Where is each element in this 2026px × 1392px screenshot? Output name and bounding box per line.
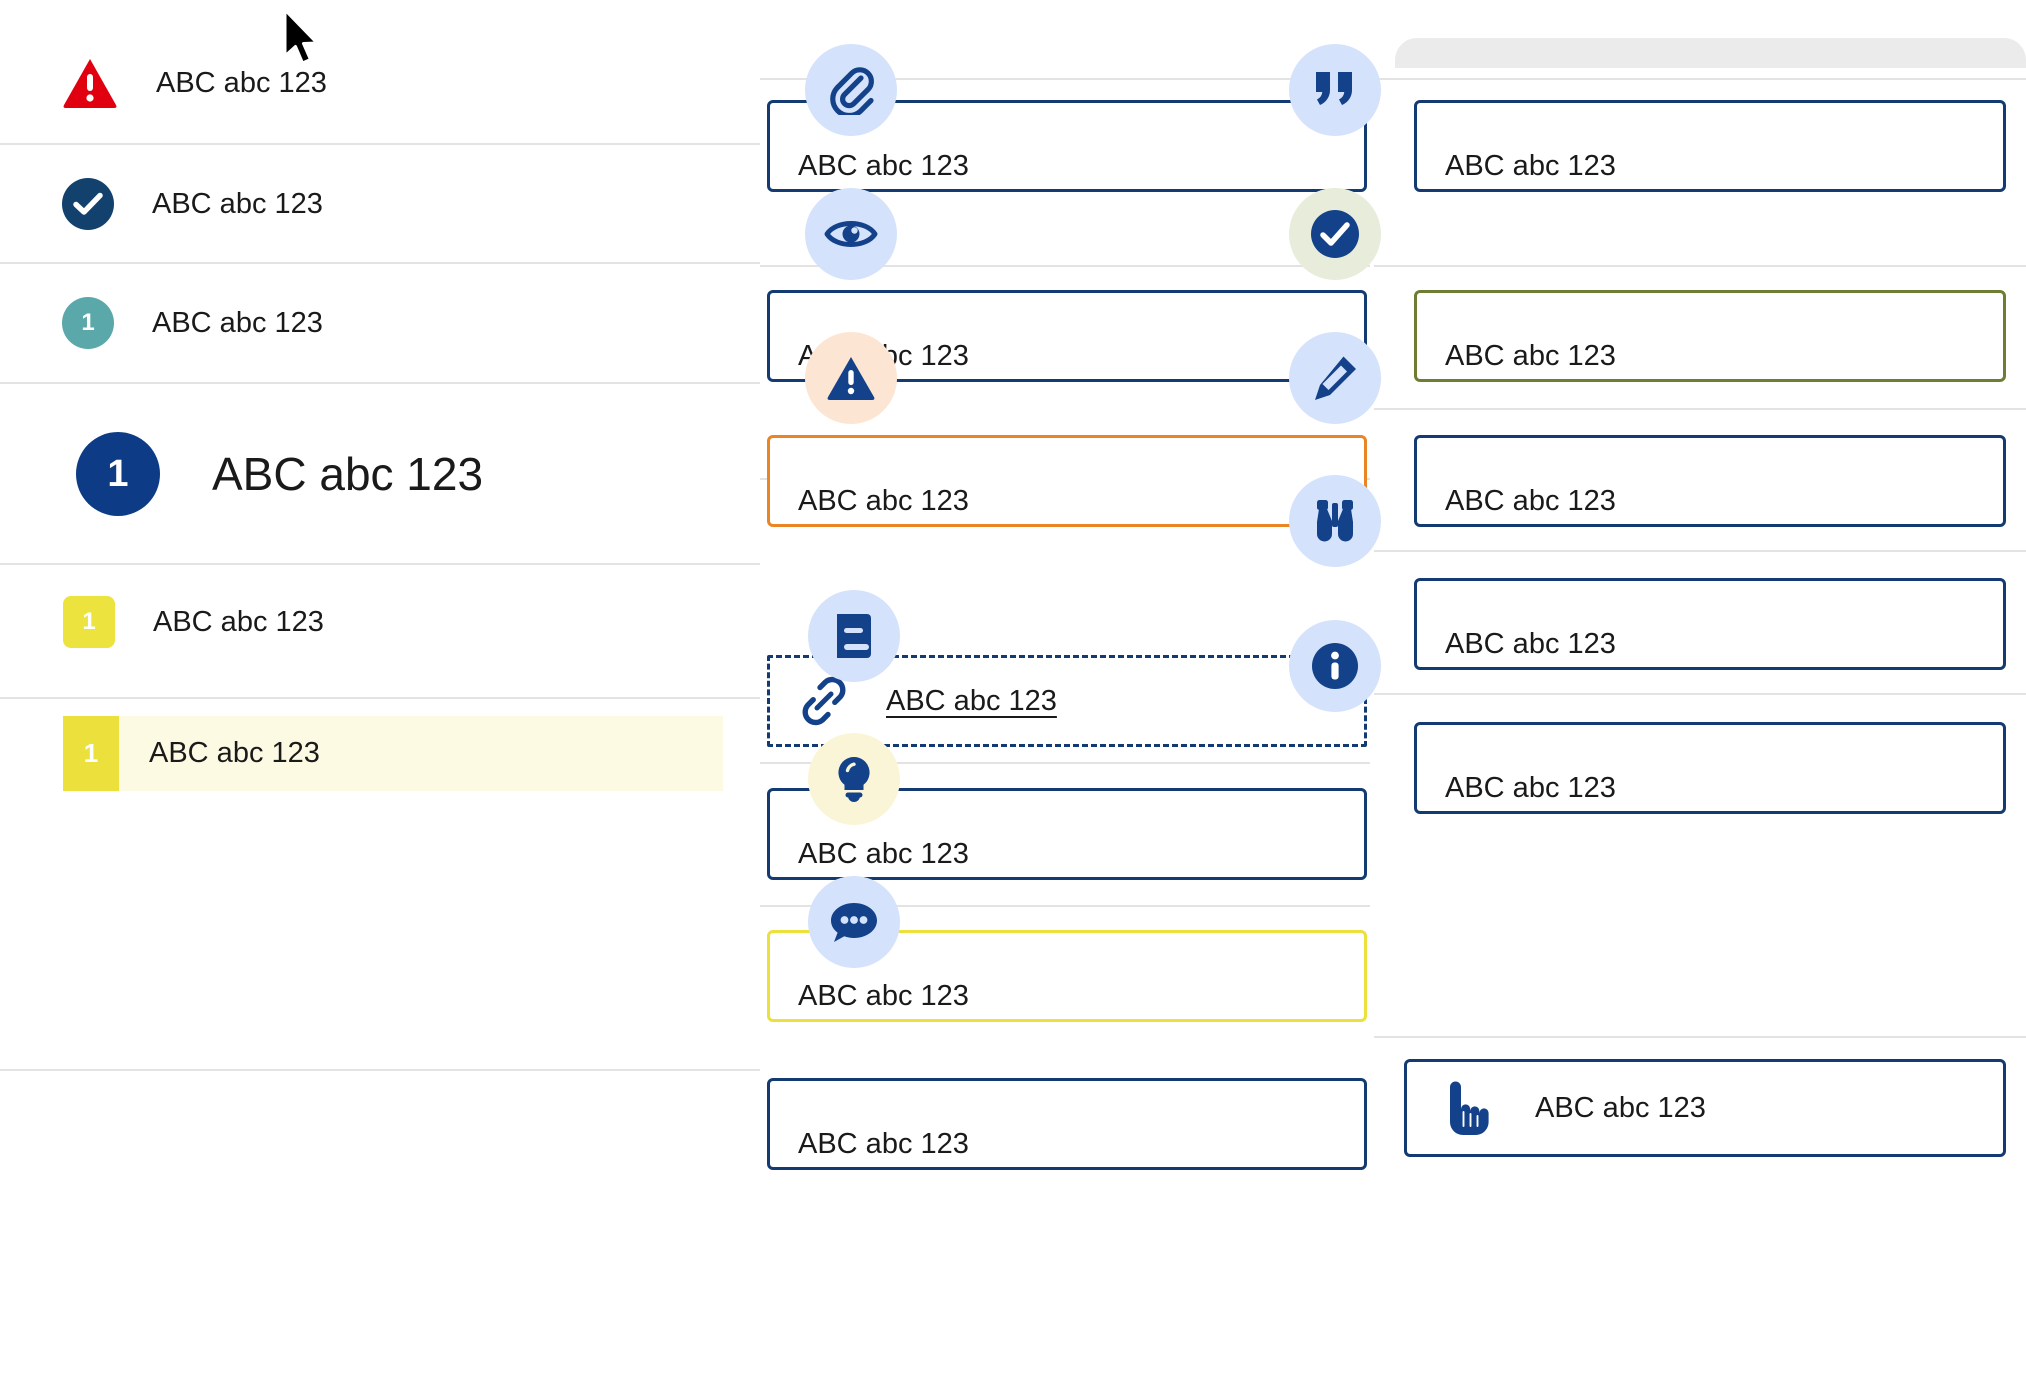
- action-card[interactable]: ABC abc 123: [1404, 1059, 2006, 1157]
- card-label: ABC abc 123: [798, 980, 969, 1012]
- mouse-cursor: [281, 8, 327, 70]
- comment-card[interactable]: ABC abc 123: [767, 1078, 1367, 1170]
- success-card[interactable]: ABC abc 123: [1414, 290, 2006, 382]
- badge-number: 1: [81, 309, 95, 336]
- card-label: ABC abc 123: [1445, 150, 1616, 182]
- binoculars-icon: [1289, 475, 1381, 567]
- card-label: ABC abc 123: [1445, 485, 1616, 517]
- left-row-large[interactable]: 1 ABC abc 123: [76, 432, 483, 516]
- left-row-teal[interactable]: 1 ABC abc 123: [62, 297, 323, 349]
- card-label: ABC abc 123: [798, 838, 969, 870]
- background-panel: [1395, 38, 2026, 68]
- book-icon: [808, 590, 900, 682]
- card-label: ABC abc 123: [798, 1128, 969, 1160]
- card-label: ABC abc 123: [798, 485, 969, 517]
- number-badge-circle: 1: [76, 432, 160, 516]
- paperclip-icon: [805, 44, 897, 136]
- highlighted-row-badge: 1: [63, 716, 119, 791]
- left-row-label: ABC abc 123: [153, 605, 324, 638]
- highlighted-row-label: ABC abc 123: [149, 737, 320, 769]
- number-badge-circle: 1: [62, 297, 114, 349]
- card-label: ABC abc 123: [1535, 1091, 1706, 1124]
- separator: [0, 262, 760, 264]
- separator: [1374, 408, 2026, 410]
- separator: [1374, 78, 2026, 80]
- quote-icon: [1289, 44, 1381, 136]
- edit-card[interactable]: ABC abc 123: [1414, 435, 2006, 527]
- number-badge-square: 1: [63, 596, 115, 648]
- eye-icon: [805, 188, 897, 280]
- left-row-alert[interactable]: ABC abc 123: [62, 57, 327, 109]
- left-row-label: ABC abc 123: [152, 187, 323, 220]
- separator: [760, 265, 1370, 267]
- check-circle-icon: [62, 178, 114, 230]
- badge-number: 1: [83, 738, 99, 768]
- info-circle-icon: [1289, 620, 1381, 712]
- observe-card[interactable]: ABC abc 123: [1414, 578, 2006, 670]
- separator: [760, 905, 1370, 907]
- separator: [760, 78, 1370, 80]
- separator: [1374, 265, 2026, 267]
- separator: [0, 1069, 760, 1071]
- left-row-label: ABC abc 123: [152, 306, 323, 339]
- warning-triangle-icon: [62, 57, 118, 109]
- info-card[interactable]: ABC abc 123: [1414, 722, 2006, 814]
- chat-bubble-icon: [808, 876, 900, 968]
- separator: [0, 563, 760, 565]
- attachment-card[interactable]: ABC abc 123: [767, 100, 1367, 192]
- card-label: ABC abc 123: [1445, 628, 1616, 660]
- link-card[interactable]: ABC abc 123: [767, 655, 1367, 747]
- card-link-label[interactable]: ABC abc 123: [886, 684, 1057, 717]
- card-label: ABC abc 123: [1445, 772, 1616, 804]
- separator: [0, 382, 760, 384]
- card-label: ABC abc 123: [798, 150, 969, 182]
- quote-card[interactable]: ABC abc 123: [1414, 100, 2006, 192]
- separator: [1374, 1036, 2026, 1038]
- warning-triangle-icon: [805, 332, 897, 424]
- pencil-icon: [1289, 332, 1381, 424]
- separator: [0, 697, 760, 699]
- left-row-yellow[interactable]: 1 ABC abc 123: [63, 596, 324, 648]
- separator: [1374, 693, 2026, 695]
- link-chain-icon: [798, 675, 850, 727]
- warning-card[interactable]: ABC abc 123: [767, 435, 1367, 527]
- separator: [1374, 550, 2026, 552]
- badge-number: 1: [107, 452, 129, 495]
- highlighted-row[interactable]: 1 ABC abc 123: [63, 716, 723, 791]
- left-row-label: ABC abc 123: [156, 66, 327, 99]
- check-circle-icon: [1289, 188, 1381, 280]
- left-column: ABC abc 123 ABC abc 123 1 ABC abc 123 1 …: [0, 0, 760, 1392]
- left-row-success[interactable]: ABC abc 123: [62, 178, 323, 230]
- separator: [0, 143, 760, 145]
- separator: [760, 762, 1370, 764]
- card-label: ABC abc 123: [1445, 340, 1616, 372]
- lightbulb-icon: [808, 733, 900, 825]
- hand-pointer-icon: [1437, 1079, 1491, 1137]
- badge-number: 1: [82, 608, 96, 635]
- left-row-label: ABC abc 123: [212, 448, 484, 500]
